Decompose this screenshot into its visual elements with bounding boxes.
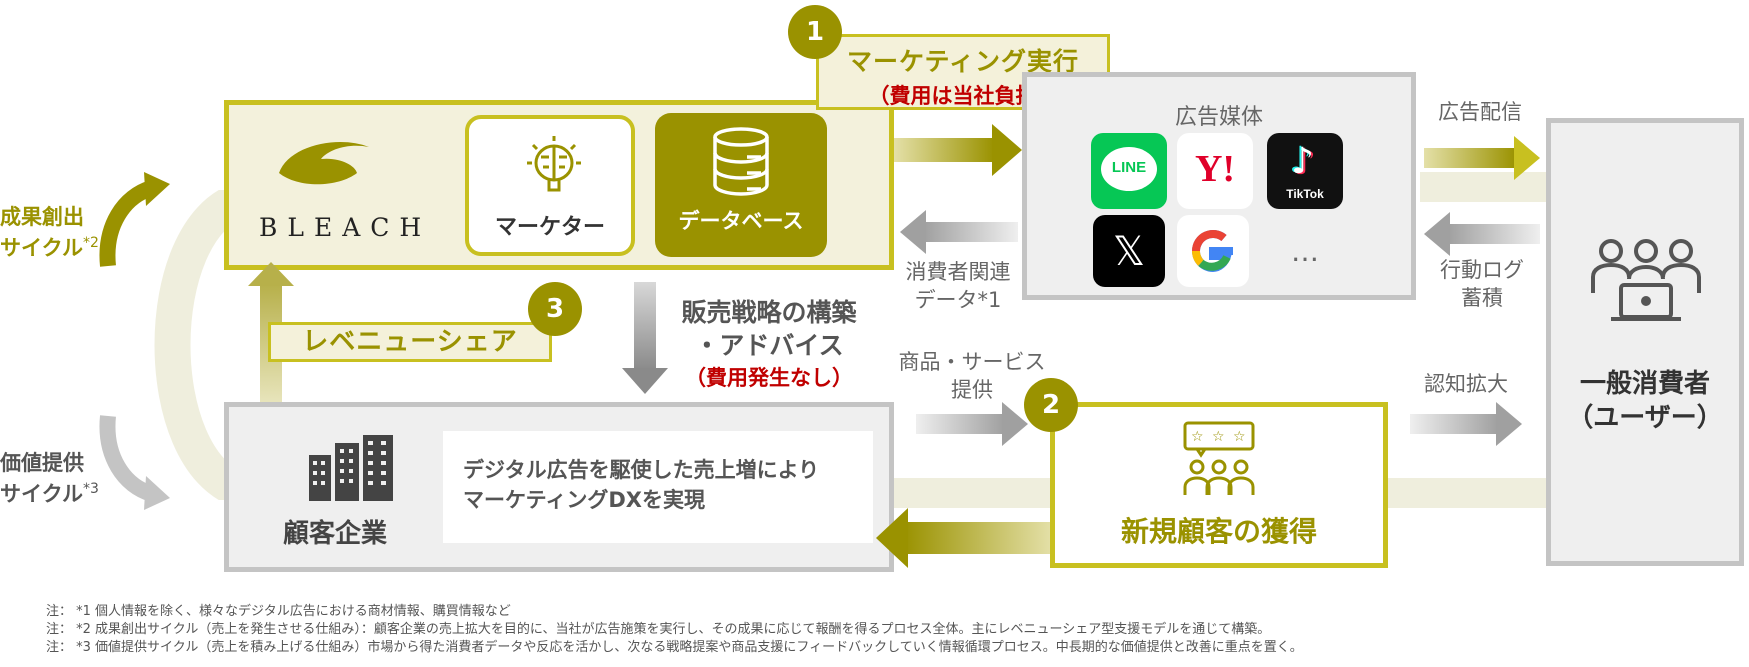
result-cycle-arrow xyxy=(99,172,170,267)
bleach-box: BLEACH マーケター データベース xyxy=(224,100,894,270)
arrow-awareness xyxy=(1410,402,1522,446)
behavior-log-label: 行動ログ 蓄積 xyxy=(1440,258,1524,310)
cycle-band-left-arc xyxy=(154,190,248,500)
customers-rating-icon: ☆ ☆ ☆ xyxy=(1183,421,1255,495)
arrow-to-ad-media xyxy=(894,124,1022,176)
google-g-icon xyxy=(1191,229,1233,273)
marketer-label: マーケター xyxy=(494,215,605,240)
database-card: データベース xyxy=(655,113,827,257)
arrow-behavior-log xyxy=(1424,212,1540,256)
svg-text:☆: ☆ xyxy=(1212,429,1225,445)
step-3-badge: 3 xyxy=(528,282,582,336)
step-1-badge: 1 xyxy=(788,5,842,59)
arrow-ad-delivery xyxy=(1424,136,1540,180)
value-cycle-line1: 価値提供 xyxy=(0,451,84,475)
result-cycle-line2: サイクル xyxy=(0,236,83,260)
new-customer-box: ☆ ☆ ☆ 新規顧客の獲得 xyxy=(1050,402,1388,568)
tiktok-icon: ♪ TikTok xyxy=(1267,133,1343,209)
bleach-name: BLEACH xyxy=(259,213,432,242)
client-description-box: デジタル広告を駆使した売上増により マーケティングDXを実現 xyxy=(443,431,873,543)
more-icon-text: … xyxy=(1291,235,1319,268)
consumer-title-line1: 一般消費者 xyxy=(1579,369,1710,399)
footnotes: 注： *1 個人情報を除く、様々なデジタル広告における商材情報、購買情報など 注… xyxy=(46,603,1303,657)
result-cycle-label: 成果創出 サイクル*2 xyxy=(0,204,99,261)
marketing-execution-title: マーケティング実行 xyxy=(846,47,1079,76)
database-icon xyxy=(713,127,769,196)
consumer-title-line2: （ユーザー） xyxy=(1567,403,1723,433)
arrow-new-customer-to-client xyxy=(876,508,1052,568)
x-icon-text: 𝕏 xyxy=(1112,229,1146,275)
ad-delivery-label: 広告配信 xyxy=(1438,100,1522,124)
ad-media-title: 広告媒体 xyxy=(1174,105,1263,130)
cycle-band-top xyxy=(1420,172,1550,202)
buildings-icon xyxy=(309,435,393,501)
footnote-1: 注： *1 個人情報を除く、様々なデジタル広告における商材情報、購買情報など xyxy=(46,604,511,619)
bleach-logo-icon xyxy=(279,142,369,185)
svg-text:☆: ☆ xyxy=(1233,429,1246,445)
result-cycle-line1: 成果創出 xyxy=(0,205,84,229)
more-icon: … xyxy=(1267,215,1343,291)
footnote-2: 注： *2 成果創出サイクル（売上を発生させる仕組み）：顧客企業の売上拡大を目的… xyxy=(46,622,1271,637)
svg-text:☆: ☆ xyxy=(1191,429,1204,445)
value-cycle-mark: *3 xyxy=(82,481,99,497)
step-2-badge: 2 xyxy=(1024,378,1078,432)
new-customer-label: 新規顧客の獲得 xyxy=(1120,515,1317,548)
consumer-box: 一般消費者 （ユーザー） xyxy=(1546,118,1744,566)
footnote-3: 注： *3 価値提供サイクル（売上を積み上げる仕組み）市場から得た消費者データや… xyxy=(46,640,1303,655)
marketer-card: マーケター xyxy=(465,115,635,256)
users-laptop-icon xyxy=(1591,239,1701,321)
value-cycle-label: 価値提供 サイクル*3 xyxy=(0,450,99,507)
yahoo-icon: Y! xyxy=(1177,133,1253,209)
awareness-label: 認知拡大 xyxy=(1424,372,1508,396)
client-description: デジタル広告を駆使した売上増により マーケティングDXを実現 xyxy=(463,458,820,512)
client-box: 顧客企業 デジタル広告を駆使した売上増により マーケティングDXを実現 xyxy=(224,402,894,572)
revenue-share-label: レベニューシェア xyxy=(268,322,552,362)
line-icon-text: LINE xyxy=(1111,159,1147,176)
product-service-label: 商品・サービス 提供 xyxy=(898,350,1046,402)
yahoo-icon-text: Y! xyxy=(1194,148,1236,190)
ad-media-box: 広告媒体 LINE Y! ♪ TikTok 𝕏 G … xyxy=(1022,72,1416,300)
x-icon: 𝕏 xyxy=(1093,215,1165,287)
arrow-consumer-data xyxy=(900,210,1018,254)
arrow-strategy-down xyxy=(622,282,668,394)
tiktok-icon-text: TikTok xyxy=(1286,187,1324,201)
arrow-product-service xyxy=(916,402,1028,446)
line-icon: LINE xyxy=(1091,133,1167,209)
strategy-title: 販売戦略の構築 ・アドバイス xyxy=(681,298,857,360)
result-cycle-mark: *2 xyxy=(82,235,99,251)
value-cycle-arrow xyxy=(99,415,170,510)
brain-icon xyxy=(527,136,581,192)
database-label: データベース xyxy=(678,209,804,233)
consumer-title: 一般消費者 （ユーザー） xyxy=(1551,367,1739,435)
strategy-subtitle: （費用発生なし） xyxy=(685,366,853,390)
consumer-data-label: 消費者関連 データ*1 xyxy=(905,260,1011,312)
value-cycle-line2: サイクル xyxy=(0,482,83,506)
google-icon: G xyxy=(1177,215,1249,287)
client-label: 顧客企業 xyxy=(283,519,388,549)
